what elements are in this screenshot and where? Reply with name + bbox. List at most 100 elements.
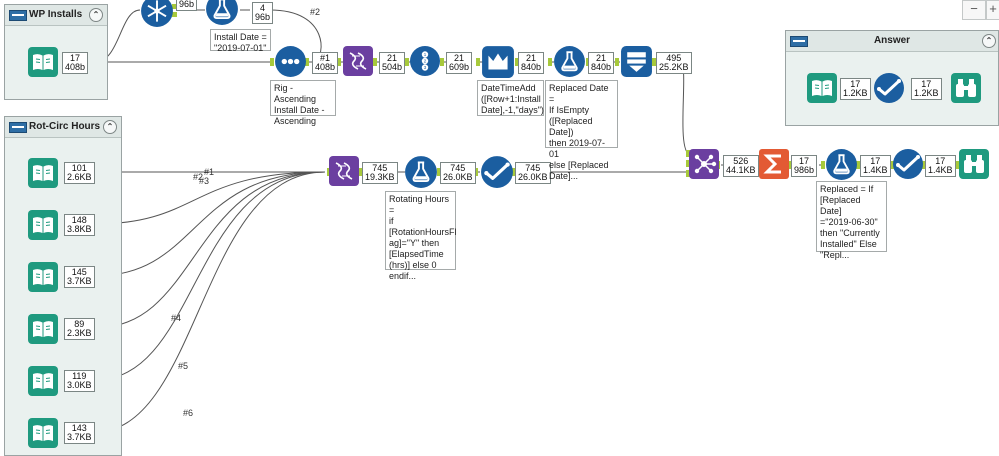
record-count: 21 bbox=[526, 53, 537, 63]
data-size: 609b bbox=[449, 62, 470, 72]
record-count: 145 bbox=[71, 267, 87, 277]
connection-label: #6 bbox=[183, 408, 194, 418]
annotation-replaced: Replaced = If [Replaced Date] ="2019-06-… bbox=[816, 181, 887, 260]
record-count: 21 bbox=[454, 53, 465, 63]
container-title: WP Installs bbox=[29, 9, 83, 20]
data-size: 840b bbox=[521, 62, 542, 72]
record-count: #1 bbox=[320, 53, 331, 63]
collapse-button[interactable]: ⌃ bbox=[103, 120, 117, 134]
data-size: 1.4KB bbox=[928, 165, 953, 175]
data-size: 408b bbox=[65, 62, 86, 72]
zoom-out-button[interactable]: − bbox=[962, 0, 986, 20]
record-count: 4 bbox=[260, 3, 266, 13]
container-flag-icon bbox=[9, 10, 27, 21]
data-size: 19.3KB bbox=[365, 172, 395, 182]
record-count: 101 bbox=[71, 163, 87, 173]
data-size: 1.2KB bbox=[843, 88, 868, 98]
connection-label: #2 bbox=[193, 172, 204, 182]
annotation-rotating-hours: Rotating Hours = if [RotationHoursFl ag]… bbox=[385, 191, 457, 281]
container-title: Answer bbox=[873, 35, 911, 46]
annotation-replaced-date: Replaced Date = If IsEmpty ([Replaced Da… bbox=[545, 80, 618, 181]
container-wp-installs[interactable]: WP Installs ⌃ bbox=[4, 4, 108, 100]
data-size: 3.0KB bbox=[67, 380, 92, 390]
container-answer[interactable]: Answer ⌃ bbox=[785, 30, 999, 126]
container-rot-circ-hours[interactable]: Rot-Circ Hours ⌃ bbox=[4, 116, 122, 456]
container-title: Rot-Circ Hours bbox=[29, 121, 101, 132]
data-size: 504b bbox=[382, 62, 403, 72]
annotation-sort: Rig - Ascending Install Date - Ascending bbox=[270, 80, 336, 126]
data-size: 408b bbox=[315, 62, 336, 72]
data-size: 840b bbox=[591, 62, 612, 72]
record-count-badge: 96b bbox=[176, 0, 198, 11]
data-size: 2.6KB bbox=[67, 172, 92, 182]
connection-label: #4 bbox=[171, 313, 182, 323]
record-count: 745 bbox=[372, 163, 388, 173]
record-count: 17 bbox=[921, 79, 932, 89]
data-size: 1.4KB bbox=[863, 165, 888, 175]
record-count: 17 bbox=[870, 156, 881, 166]
data-size: 96b bbox=[255, 12, 271, 22]
connection-label: #3 bbox=[199, 176, 210, 186]
annotation-datetimeadd: DateTimeAdd ([Row+1:Install Date],-1,"da… bbox=[477, 80, 544, 116]
data-size: 1.2KB bbox=[914, 88, 939, 98]
record-count: 745 bbox=[525, 163, 541, 173]
container-flag-icon bbox=[790, 36, 808, 47]
record-count: 89 bbox=[74, 319, 85, 329]
connection-label: #2 bbox=[310, 7, 321, 17]
data-size: 2.3KB bbox=[67, 328, 92, 338]
record-count: 17 bbox=[935, 156, 946, 166]
data-size: 26.0KB bbox=[518, 172, 548, 182]
record-count: 745 bbox=[450, 163, 466, 173]
record-count: 17 bbox=[799, 156, 810, 166]
container-header[interactable]: WP Installs ⌃ bbox=[5, 5, 107, 26]
record-count: 526 bbox=[733, 156, 749, 166]
container-header[interactable]: Answer ⌃ bbox=[786, 31, 998, 52]
data-size: 25.2KB bbox=[659, 62, 689, 72]
data-size: 96b bbox=[179, 0, 195, 9]
record-count: 495 bbox=[666, 53, 682, 63]
connection-label: #1 bbox=[204, 167, 215, 177]
record-count: 148 bbox=[71, 215, 87, 225]
annotation-install-date: Install Date = "2019-07-01" bbox=[210, 29, 271, 53]
record-count: 21 bbox=[596, 53, 607, 63]
data-size: 3.7KB bbox=[67, 432, 92, 442]
collapse-button[interactable]: ⌃ bbox=[982, 34, 996, 48]
container-header[interactable]: Rot-Circ Hours ⌃ bbox=[5, 117, 121, 138]
record-count: 143 bbox=[71, 423, 87, 433]
record-count: 21 bbox=[387, 53, 398, 63]
record-count: 17 bbox=[70, 53, 81, 63]
data-size: 26.0KB bbox=[443, 172, 473, 182]
data-size: 3.7KB bbox=[67, 276, 92, 286]
record-count: 17 bbox=[850, 79, 861, 89]
data-size: 3.8KB bbox=[67, 224, 92, 234]
connection-label: #5 bbox=[178, 361, 189, 371]
data-size: 44.1KB bbox=[726, 165, 756, 175]
collapse-button[interactable]: ⌃ bbox=[89, 8, 103, 22]
data-size: 986b bbox=[794, 165, 815, 175]
zoom-in-button[interactable]: + bbox=[986, 0, 999, 20]
container-flag-icon bbox=[9, 122, 27, 133]
